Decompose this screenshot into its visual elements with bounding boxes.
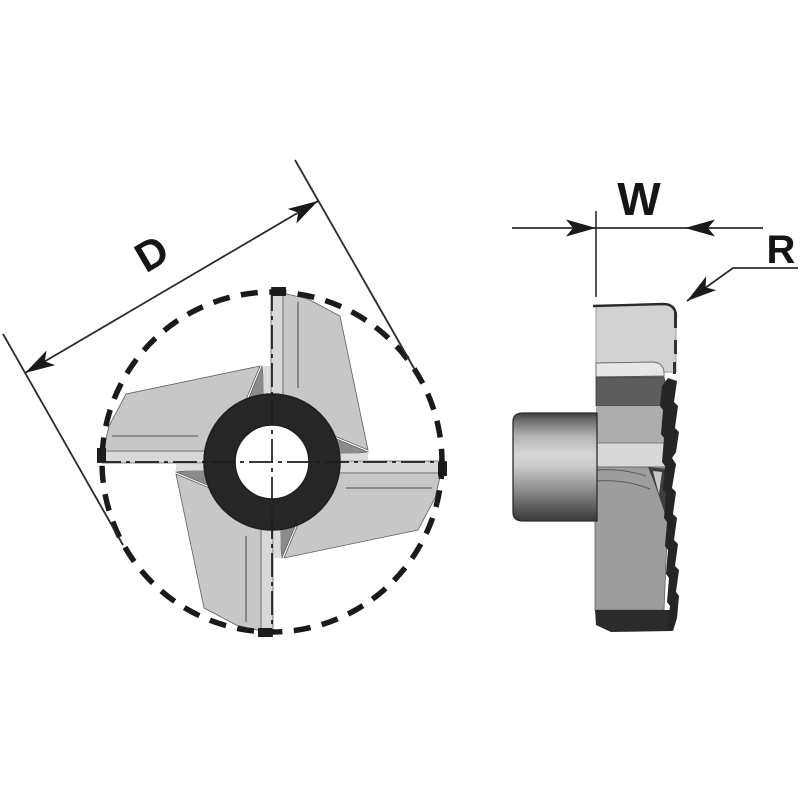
flute-highlight [653, 471, 662, 494]
far-blade-silhouette-edge [660, 378, 679, 631]
dimension-line-d [24, 200, 319, 374]
pocket-dark-band [595, 376, 671, 407]
cutting-diameter-dashed-circle [99, 289, 445, 635]
fillet-line-upper [596, 469, 647, 477]
bottom-insert-dark-band [595, 610, 675, 632]
hub-level-band [596, 406, 670, 443]
insert-seat-band [595, 361, 665, 378]
hub-cylinder [512, 412, 598, 522]
side-view: W R [512, 173, 798, 632]
edge-dash [673, 362, 676, 374]
arrowhead-r [681, 276, 717, 308]
extension-line-d-upper [294, 159, 416, 371]
light-band [595, 442, 674, 468]
right-edge-dashes [673, 312, 677, 374]
radius-label: R [767, 228, 796, 272]
front-view: D [2, 159, 448, 638]
flute-shadow-claw [648, 467, 668, 514]
fillet-line-lower [596, 480, 651, 490]
edge-dash [674, 312, 677, 328]
cutter-body-side [512, 302, 679, 632]
extension-line-d-lower [2, 333, 124, 546]
diameter-label: D [127, 226, 177, 282]
width-label: W [617, 173, 661, 225]
callout-r: R [681, 228, 798, 308]
edge-dash [674, 340, 677, 354]
dimension-w: W [512, 173, 763, 297]
